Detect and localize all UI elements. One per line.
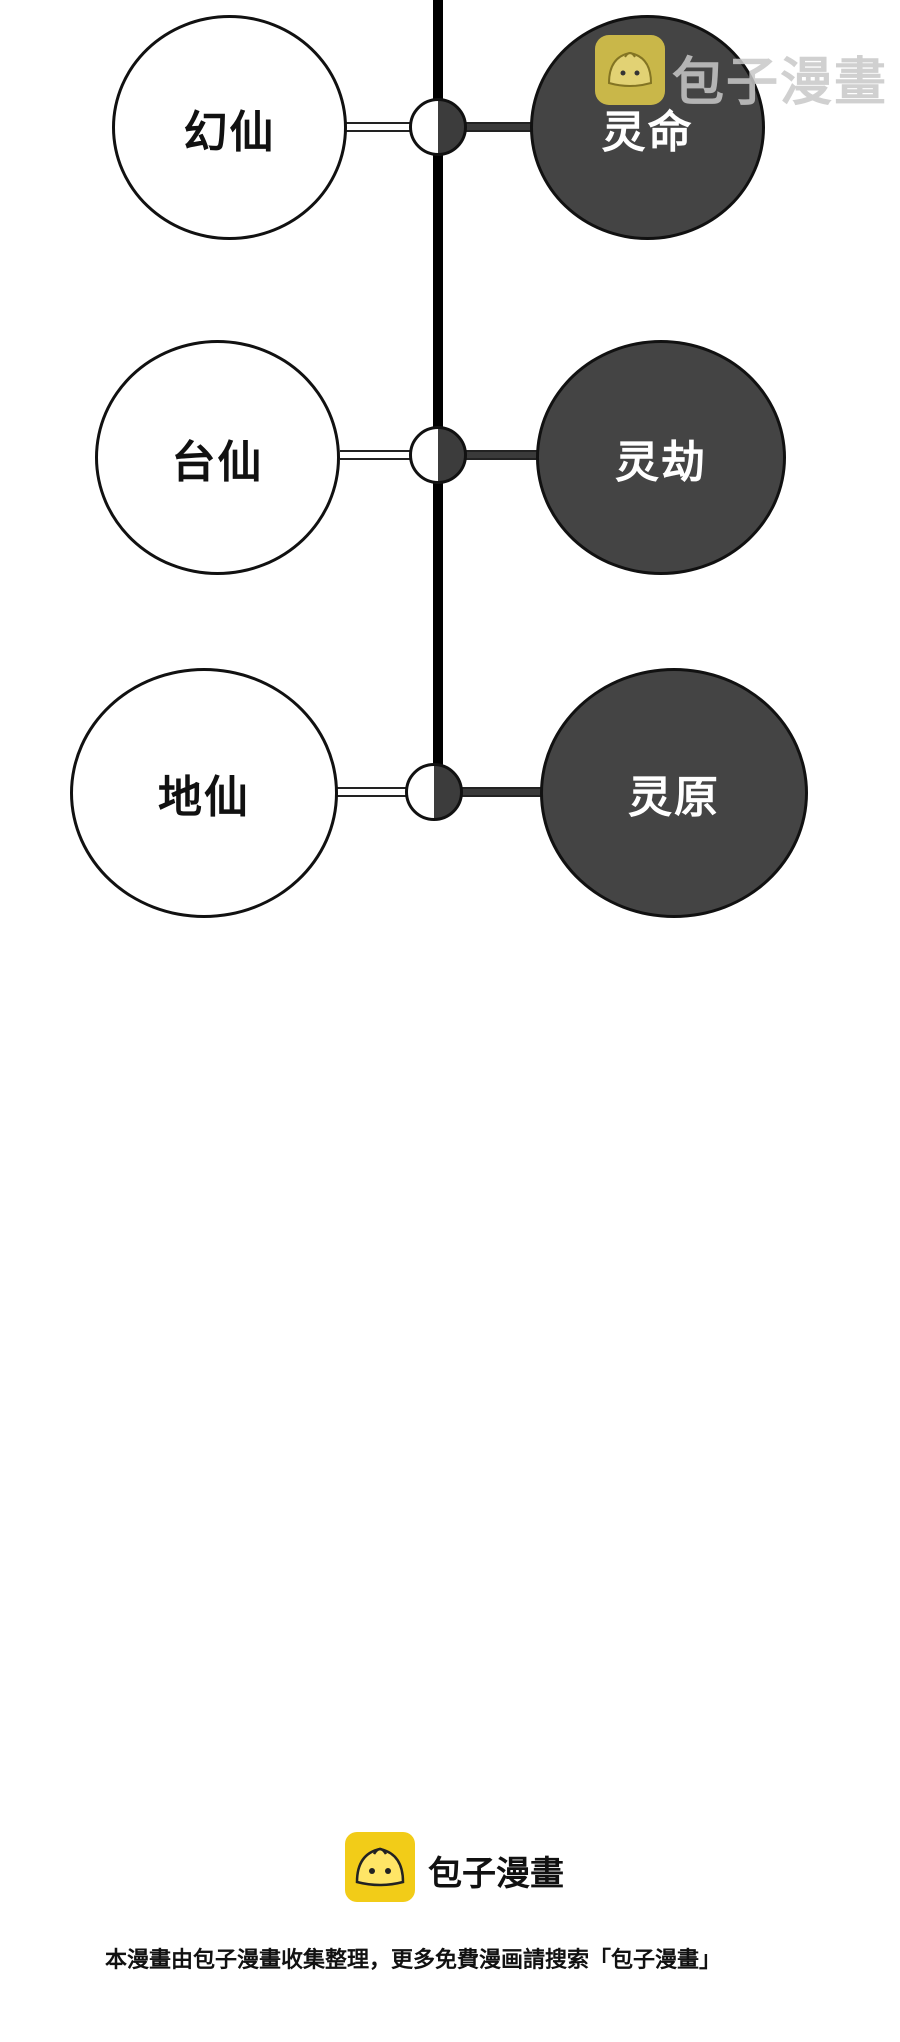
watermark-logo xyxy=(595,35,665,105)
circle-right-2: 灵劫 xyxy=(536,340,786,575)
circle-left-1: 幻仙 xyxy=(112,15,347,240)
connector-left xyxy=(335,787,437,797)
footer-note: 本漫畫由包子漫畫收集整理，更多免費漫画請搜索「包子漫畫」 xyxy=(105,1948,722,1973)
footer-logo xyxy=(345,1832,415,1902)
circle-label: 地仙 xyxy=(158,772,250,823)
circle-label: 幻仙 xyxy=(183,106,276,158)
circle-label: 灵劫 xyxy=(615,436,707,488)
footer-brand: 包子漫畫 xyxy=(428,1854,564,1894)
junction-node xyxy=(405,763,463,821)
connector-right xyxy=(440,787,545,797)
junction-node xyxy=(409,98,467,156)
bun-icon xyxy=(607,51,653,87)
circle-label: 灵命 xyxy=(601,106,694,158)
connector-left xyxy=(340,450,437,460)
timeline-spine xyxy=(433,0,443,795)
circle-left-2: 台仙 xyxy=(95,340,340,575)
circle-label: 台仙 xyxy=(171,436,264,488)
watermark-text: 包子漫畫 xyxy=(672,53,889,113)
circle-right-3: 灵原 xyxy=(540,668,808,918)
junction-node xyxy=(409,426,467,484)
circle-label: 灵原 xyxy=(628,772,720,823)
connector-right xyxy=(440,450,540,460)
connector-left xyxy=(345,122,437,132)
connector-right xyxy=(440,122,535,132)
bun-icon xyxy=(355,1847,405,1887)
circle-left-3: 地仙 xyxy=(70,668,338,918)
